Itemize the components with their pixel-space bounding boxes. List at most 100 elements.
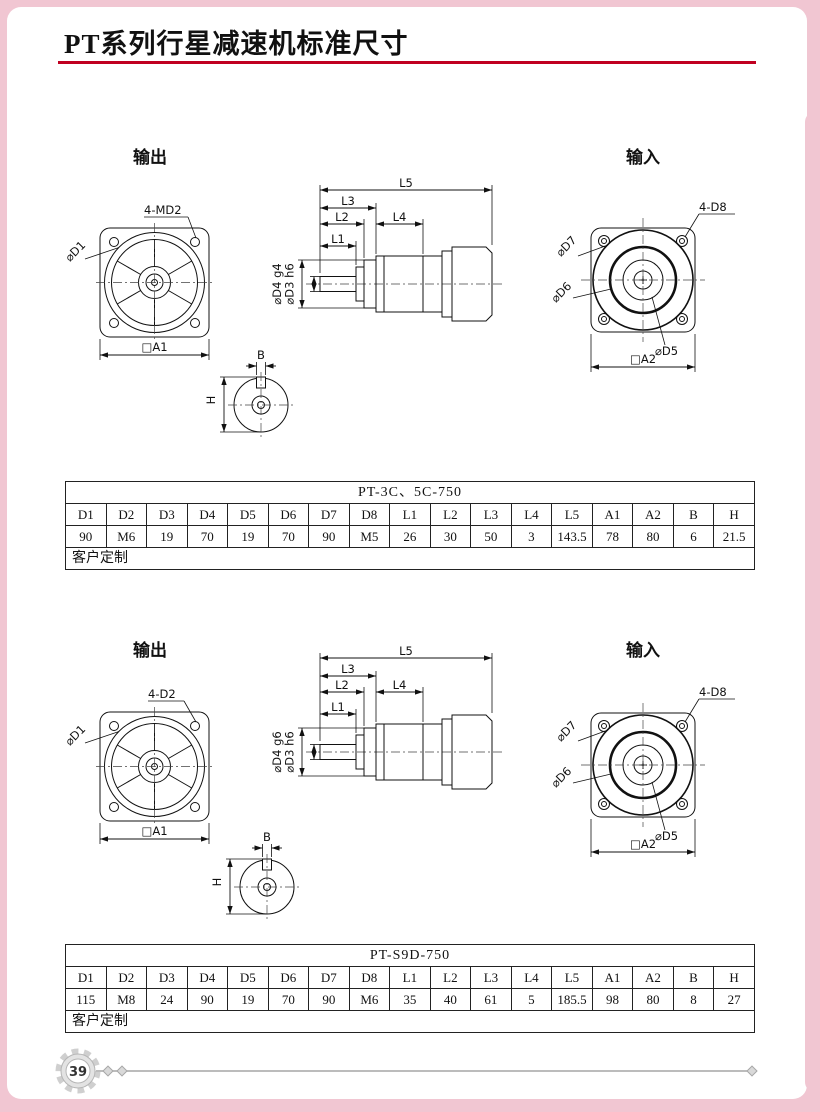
col-header: D5 xyxy=(227,503,269,526)
h-label: H xyxy=(206,396,218,405)
value-cell: 90 xyxy=(308,988,350,1011)
value-cell: 78 xyxy=(591,525,634,548)
l4-label: L4 xyxy=(393,678,407,692)
col-header: A1 xyxy=(591,503,634,526)
right-strip xyxy=(805,112,820,1092)
col-header: A1 xyxy=(591,966,634,989)
shaft-section-view-1: B H xyxy=(206,348,294,438)
col-header: D2 xyxy=(105,966,148,989)
value-cell: 8 xyxy=(672,988,715,1011)
table-footer: 客户定制 xyxy=(65,547,755,570)
bolt-callout-label: 4-D2 xyxy=(148,687,176,701)
value-cell: 3 xyxy=(510,525,553,548)
col-header: D2 xyxy=(105,503,148,526)
dim-l3: L3 xyxy=(320,662,377,722)
dim-a1: □A1 xyxy=(99,339,210,360)
d5-callout: ⌀D5 xyxy=(651,296,678,358)
a1-label: □A1 xyxy=(141,340,167,354)
dim-d4: ⌀D4 g6 xyxy=(270,727,364,777)
value-cell: 80 xyxy=(632,525,674,548)
col-header: A2 xyxy=(632,503,674,526)
col-header: D1 xyxy=(65,503,107,526)
value-cell: 26 xyxy=(389,525,431,548)
value-cell: 21.5 xyxy=(713,525,755,548)
col-header: D6 xyxy=(267,966,310,989)
value-cell: 50 xyxy=(470,525,512,548)
table-header-row: D1 D2 D3 D4 D5 D6 D7 D8 L1 L2 L3 L4 L5 A… xyxy=(65,503,755,526)
input-flange-view-2: 4-D8 ⌀D7 ⌀D6 ⌀D5 □A2 xyxy=(553,685,735,857)
dim-l1: L1 xyxy=(320,232,357,265)
table-title: PT-3C、5C-750 xyxy=(65,481,755,504)
table-footer-row: 客户定制 xyxy=(65,1010,755,1033)
col-header: L2 xyxy=(429,966,472,989)
col-header: D3 xyxy=(146,966,188,989)
page-title: PT系列行星减速机标准尺寸 xyxy=(64,29,409,59)
bolt-callout-label: 4-MD2 xyxy=(144,203,182,217)
input-flange-view-1: 4-D8 ⌀D7 ⌀D6 ⌀D5 □A2 xyxy=(553,200,735,372)
dim-d4: ⌀D4 g4 xyxy=(270,259,364,309)
b-label: B xyxy=(263,830,271,844)
value-cell: 115 xyxy=(65,988,107,1011)
col-header: L5 xyxy=(551,966,593,989)
d7-label: ⌀D7 xyxy=(553,233,579,259)
d5-callout: ⌀D5 xyxy=(651,781,678,843)
l5-label: L5 xyxy=(399,645,413,658)
output-label-2: 输出 xyxy=(133,641,167,660)
col-header: D6 xyxy=(267,503,310,526)
value-cell: 70 xyxy=(267,988,310,1011)
dim-l1: L1 xyxy=(320,700,357,733)
dim-a2: □A2 xyxy=(590,334,696,372)
output-flange-view-1: 4-MD2 ⌀D1 □A1 xyxy=(62,203,213,360)
output-label-1: 输出 xyxy=(133,148,167,167)
dimension-table-1: PT-3C、5C-750 D1 D2 D3 D4 D5 D6 D7 D8 L1 … xyxy=(65,481,755,570)
l4-label: L4 xyxy=(393,210,407,224)
bolt-callout: 4-D8 xyxy=(684,685,735,723)
table-value-row: 115 M8 24 90 19 70 90 M6 35 40 61 5 185.… xyxy=(65,988,755,1011)
d6-callout: ⌀D6 xyxy=(553,764,612,790)
dim-h: H xyxy=(206,376,261,433)
red-rule xyxy=(58,61,756,64)
col-header: H xyxy=(713,966,755,989)
col-header: D7 xyxy=(308,503,350,526)
bolt-callout: 4-D8 xyxy=(684,200,735,238)
b-label: B xyxy=(257,348,265,362)
value-cell: 24 xyxy=(146,988,188,1011)
d1-label: ⌀D1 xyxy=(62,722,88,748)
value-cell: 30 xyxy=(429,525,472,548)
side-view-1: L5 L3 L2 L4 L1 ⌀D4 g4 xyxy=(270,177,504,322)
d1-callout: ⌀D1 xyxy=(62,722,120,748)
value-cell: M8 xyxy=(105,988,148,1011)
dim-l2: L2 xyxy=(320,210,365,258)
l2-label: L2 xyxy=(335,210,349,224)
shaft-section-view-2: B H xyxy=(212,830,300,920)
value-cell: M6 xyxy=(348,988,391,1011)
value-cell: 19 xyxy=(146,525,188,548)
dim-l3: L3 xyxy=(320,194,377,254)
page-number: 39 xyxy=(69,1065,87,1080)
d5-label: ⌀D5 xyxy=(655,344,678,358)
bolt-callout: 4-MD2 xyxy=(144,203,197,239)
value-cell: 40 xyxy=(429,988,472,1011)
l3-label: L3 xyxy=(341,194,355,208)
value-cell: 143.5 xyxy=(551,525,593,548)
bolt-callout: 4-D2 xyxy=(148,687,197,723)
a2-label: □A2 xyxy=(630,352,656,366)
col-header: L1 xyxy=(389,503,431,526)
l1-label: L1 xyxy=(331,232,345,246)
table-value-row: 90 M6 19 70 19 70 90 M5 26 30 50 3 143.5… xyxy=(65,525,755,548)
d6-label: ⌀D6 xyxy=(553,764,574,790)
col-header: D1 xyxy=(65,966,107,989)
value-cell: 6 xyxy=(672,525,715,548)
dim-l5: L5 xyxy=(319,177,493,273)
value-cell: 27 xyxy=(713,988,755,1011)
dim-h: H xyxy=(212,858,267,915)
d1-callout: ⌀D1 xyxy=(62,238,120,264)
d4-label: ⌀D4 g6 xyxy=(270,731,284,772)
col-header: D4 xyxy=(186,966,229,989)
output-flange-view-2: 4-D2 ⌀D1 □A1 xyxy=(62,687,213,844)
dim-l5: L5 xyxy=(319,645,493,741)
table-title-row: PT-S9D-750 xyxy=(65,944,755,967)
dim-d3: ⌀D3 h6 xyxy=(283,263,320,305)
dim-l2: L2 xyxy=(320,678,365,726)
